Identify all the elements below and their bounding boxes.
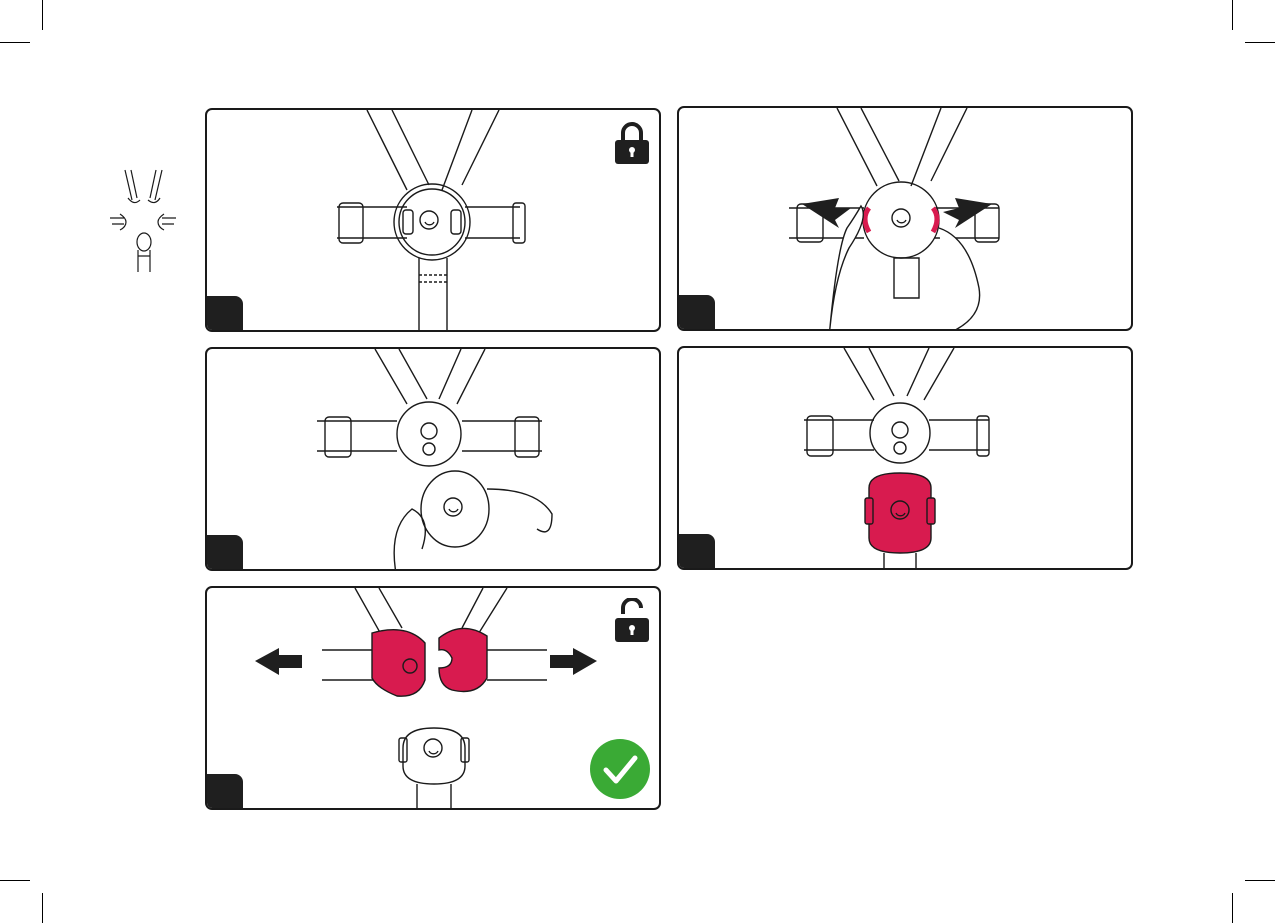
crop-mark bbox=[42, 0, 43, 30]
step-panel-2 bbox=[677, 106, 1133, 331]
step-panel-4 bbox=[677, 346, 1133, 570]
step-panel-5 bbox=[205, 586, 661, 810]
crop-mark bbox=[1232, 893, 1233, 923]
padlock-closed-icon bbox=[613, 122, 651, 164]
step-panel-1 bbox=[205, 108, 661, 332]
crop-mark bbox=[0, 880, 30, 881]
step-number-badge bbox=[677, 534, 715, 570]
press-release-tabs-illustration bbox=[679, 108, 1133, 331]
step-number-badge bbox=[205, 296, 243, 332]
crop-mark bbox=[1245, 880, 1275, 881]
harness-overview-illustration bbox=[100, 160, 190, 280]
step-number-badge bbox=[205, 535, 243, 571]
step-number-badge bbox=[205, 774, 243, 810]
crop-mark bbox=[1232, 0, 1233, 30]
step-panel-3 bbox=[205, 347, 661, 571]
crop-mark bbox=[1245, 42, 1275, 43]
crop-mark bbox=[0, 42, 30, 43]
padlock-open-icon bbox=[613, 598, 651, 642]
buckle-locked-illustration bbox=[207, 110, 661, 332]
step-number-badge bbox=[677, 295, 715, 331]
crop-mark bbox=[42, 893, 43, 923]
buckle-highlighted-illustration bbox=[679, 348, 1133, 570]
check-circle-icon bbox=[589, 738, 651, 800]
remove-cover-illustration bbox=[207, 349, 661, 571]
